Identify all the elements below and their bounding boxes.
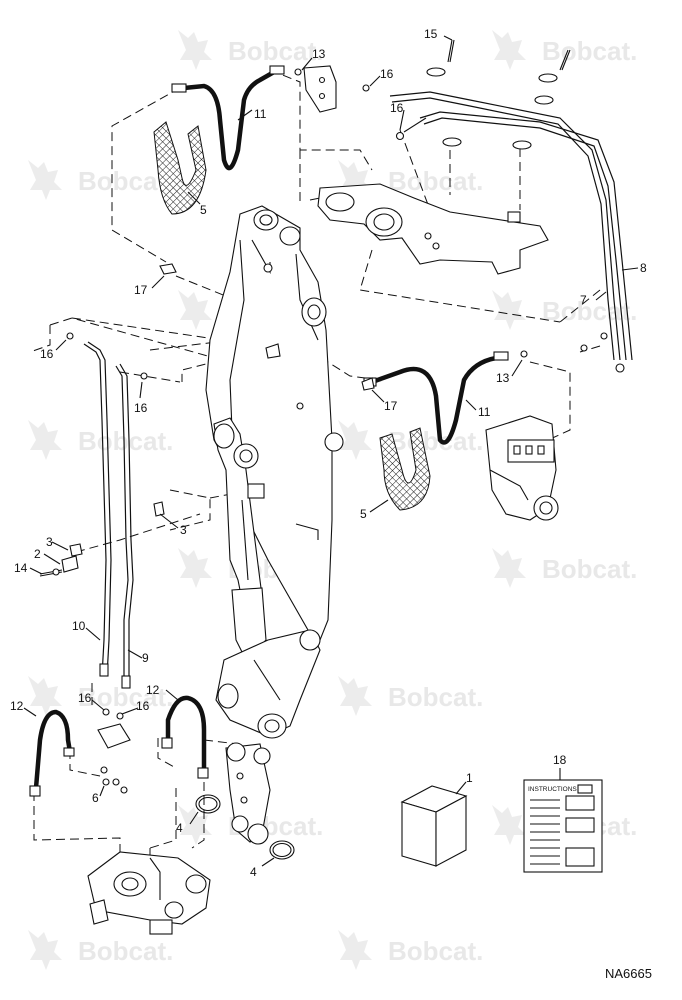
callout-7: 7 (580, 293, 587, 307)
callout-16a: 16 (380, 67, 394, 81)
hydraulic-tube-7 (389, 91, 621, 361)
callout-11b: 11 (478, 405, 491, 419)
hose-12-left (29, 709, 75, 797)
svg-text:Bobcat.: Bobcat. (542, 554, 637, 584)
auxiliary-valve-block (485, 415, 559, 521)
boom-mount-bracket (317, 183, 549, 275)
hose-12-right (161, 695, 209, 779)
protective-sleeve-5-right (379, 427, 431, 511)
callout-9: 9 (142, 651, 149, 665)
excavator-boom (205, 205, 344, 641)
callout-10: 10 (72, 619, 86, 633)
callout-12a: 12 (10, 699, 24, 713)
callout-16c: 16 (40, 347, 54, 361)
instructions-sheet-18: INSTRUCTIONS (523, 779, 603, 873)
svg-text:Bobcat.: Bobcat. (542, 36, 637, 66)
arm-linkage (215, 629, 321, 739)
fittings-center (66, 263, 625, 391)
bracket-13-upper (294, 65, 427, 141)
o-ring-4-upper (195, 794, 221, 814)
svg-text:Bobcat.: Bobcat. (78, 936, 173, 966)
svg-text:Bobcat.: Bobcat. (78, 166, 173, 196)
o-ring-4-lower (269, 840, 295, 860)
callout-15: 15 (424, 27, 438, 41)
callout-5b: 5 (360, 507, 367, 521)
leader-lines (23, 35, 639, 867)
svg-text:Bobcat.: Bobcat. (388, 682, 483, 712)
callout-16f: 16 (136, 699, 150, 713)
callout-8: 8 (640, 261, 647, 275)
quick-coupler (87, 851, 211, 935)
manifold-block-6 (97, 708, 131, 794)
callout-labels: 15 13 16 16 11 5 8 7 17 16 16 13 17 11 5… (10, 27, 647, 879)
hydraulic-tube-10 (83, 341, 112, 677)
svg-text:Bobcat.: Bobcat. (388, 936, 483, 966)
callout-16d: 16 (134, 401, 148, 415)
callout-3a: 3 (180, 523, 187, 537)
callout-13a: 13 (312, 47, 326, 61)
hose-11-upper (171, 65, 285, 171)
svg-text:Bobcat.: Bobcat. (388, 166, 483, 196)
callout-14: 14 (14, 561, 28, 575)
svg-text:Bobcat.: Bobcat. (78, 426, 173, 456)
callout-11a: 11 (254, 107, 267, 121)
callout-6: 6 (92, 791, 99, 805)
callout-5a: 5 (200, 203, 207, 217)
callout-13b: 13 (496, 371, 510, 385)
callout-17b: 17 (384, 399, 398, 413)
kit-box-1 (400, 785, 468, 867)
hydraulic-tube-8 (419, 111, 633, 361)
instructions-label: INSTRUCTIONS (528, 786, 577, 793)
callout-16b: 16 (390, 101, 404, 115)
svg-text:Bobcat.: Bobcat. (388, 426, 483, 456)
callout-4a: 4 (176, 821, 183, 835)
bucket-link (225, 742, 271, 845)
boom-cylinder (213, 417, 267, 661)
tube-clamp-15 (426, 39, 571, 150)
protective-sleeve-5-upper (153, 121, 207, 215)
callout-18: 18 (553, 753, 567, 767)
callout-4b: 4 (250, 865, 257, 879)
callout-3b: 3 (46, 535, 53, 549)
callout-12b: 12 (146, 683, 160, 697)
callout-17a: 17 (134, 283, 148, 297)
drawing-code: NA6665 (605, 966, 652, 981)
callout-1: 1 (466, 771, 473, 785)
svg-text:Bobcat.: Bobcat. (228, 36, 323, 66)
hydraulic-tube-9 (115, 363, 134, 689)
callout-16e: 16 (78, 691, 92, 705)
callout-2: 2 (34, 547, 41, 561)
clamp-assembly-2-3-14 (39, 501, 165, 577)
